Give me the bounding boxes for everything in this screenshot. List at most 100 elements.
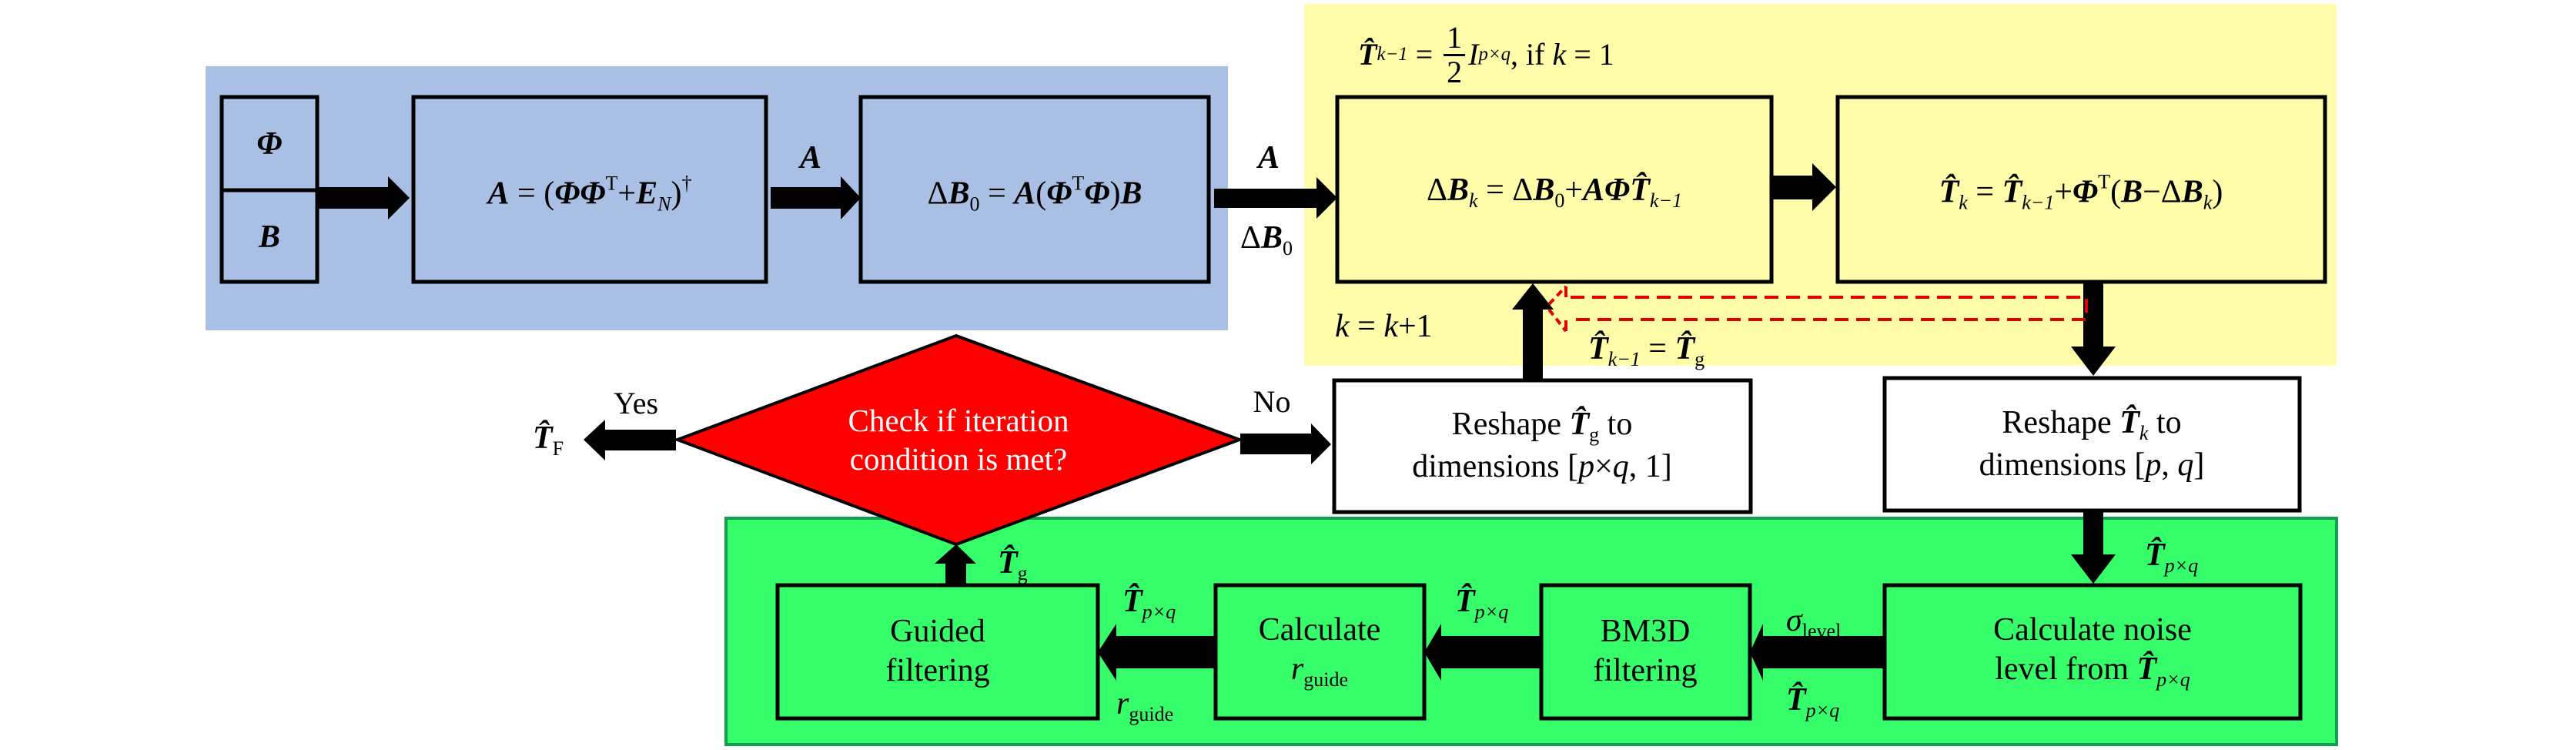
formula-db0-eq: = — [979, 176, 1015, 212]
arrow-noise-to-bm3d — [1750, 624, 1885, 681]
bm3d-in-sub: p×q — [1805, 699, 1840, 722]
arrow-dbk-to-tk — [1771, 163, 1836, 211]
guided-in-r-sub: guide — [1129, 703, 1174, 726]
arrow-calc-r-to-guided — [1098, 624, 1216, 681]
formula-db0-open: ( — [1035, 176, 1047, 212]
formula-dbk-aphi: AΦ — [1583, 172, 1631, 208]
assign-t: T̂ — [1588, 331, 1608, 367]
formula-tk-t-sub: k — [1959, 191, 1968, 214]
feedback-dashed-arrowheads — [1547, 285, 1567, 333]
guided-filtering-box — [775, 583, 1100, 721]
formula-dbk-eq: = Δ — [1477, 172, 1534, 208]
decision-question-line2: condition is met? — [849, 441, 1068, 477]
reshape-tk-t: T̂ — [2119, 404, 2139, 440]
reshape-tk-sep: , — [2161, 447, 2178, 483]
counter-k: k — [1335, 309, 1350, 344]
reshape-tk-box — [1882, 376, 2302, 513]
reshape-tg-times: × — [1594, 448, 1613, 484]
reshape-tk-dims-post: ] — [2193, 447, 2205, 483]
final-output-sub: F — [552, 437, 564, 460]
formula-tk-minus: −Δ — [2143, 174, 2182, 210]
formula-db0-phi2: Φ — [1084, 176, 1110, 212]
assign-label: T̂k−1 = T̂g — [1588, 333, 1705, 370]
reshape-tg-q: q — [1612, 448, 1629, 484]
init-cond-t: T̂ — [1358, 37, 1377, 72]
guided-filtering-text: Guided filtering — [885, 612, 989, 691]
formula-dbk-b: B — [1447, 172, 1470, 208]
guided-in-t: T̂̂ — [1122, 584, 1142, 619]
reshape-tk-pre: Reshape — [2002, 404, 2120, 440]
formula-tk-b: B — [2121, 174, 2143, 210]
calc-noise-sub: p×q — [2156, 668, 2190, 691]
counter-update: k = k+1 — [1335, 310, 1433, 343]
counter-eq: = — [1349, 309, 1384, 344]
bm3d-line1: BM3D — [1600, 613, 1691, 649]
feedback-dashed-loop — [1571, 296, 2088, 321]
bm3d-output-label: T̂̂p×q — [1455, 585, 1508, 622]
reshape-tk-sub: k — [2139, 422, 2149, 445]
formula-dbk-plus: + — [1564, 172, 1584, 208]
formula-db0-b2: B — [1120, 176, 1142, 212]
decision-question: Check if iteration condition is met? — [848, 401, 1069, 478]
init-cond-if: , if — [1510, 37, 1553, 72]
formula-a-dagger: † — [681, 172, 692, 195]
calc-noise-t: T̂ — [2136, 651, 2157, 688]
reshape-tg-line1: Reshape T̂g to — [1412, 405, 1672, 447]
bm3d-line2: filtering — [1593, 653, 1698, 688]
guided-in-sub: p×q — [1142, 601, 1176, 624]
reshape-tg-sub: g — [1589, 424, 1600, 447]
reshape-tg-p: p — [1578, 448, 1595, 484]
formula-db0-b: B — [948, 176, 970, 212]
reshape-tg-dims-pre: dimensions [ — [1412, 448, 1579, 484]
calc-noise-line2: level from T̂p×q — [1993, 650, 2192, 692]
guided-in-r: r — [1116, 686, 1129, 722]
compute-db0-box — [858, 95, 1211, 284]
arrow-a-label: A — [799, 140, 822, 176]
up-label-t: T̂ — [998, 545, 1018, 581]
formula-dbk-b0-sub: 0 — [1554, 189, 1565, 213]
bm3d-out-sub: p×q — [1474, 601, 1509, 624]
formula-tk-transpose: T — [2098, 170, 2111, 193]
assign-eq: = — [1640, 331, 1675, 367]
reshape-tk-line1: Reshape T̂k to — [1979, 403, 2205, 446]
init-cond-i-sub: p×q — [1478, 43, 1510, 65]
arrow-guided-up-to-decision — [935, 544, 976, 585]
formula-tk-t2-sub: k−1 — [2022, 191, 2055, 214]
formula-db0-a: A — [1014, 176, 1036, 212]
up-label-sub: g — [1017, 562, 1028, 585]
arrow-decision-yes — [584, 420, 676, 460]
arrow-out-db0-label: ΔB0 — [1240, 222, 1293, 259]
arrow-tk-down-to-reshape — [2071, 282, 2116, 376]
arrow-bm3d-to-calc-r — [1424, 624, 1541, 681]
arrow-out-db0-delta: Δ — [1239, 219, 1261, 256]
formula-tk-t: T̂ — [1939, 174, 1959, 210]
formula-tk-close: ) — [2212, 174, 2223, 210]
assign-t2: T̂ — [1674, 331, 1695, 367]
formula-dbk-delta: Δ — [1427, 172, 1448, 208]
assign-t-sub: k−1 — [1607, 348, 1641, 371]
formula-db0-phi1: Φ — [1046, 176, 1072, 212]
calc-r-sub: guide — [1303, 668, 1349, 691]
formula-tk-eq: = — [1967, 174, 2002, 210]
arrow-reshape-tg-up-to-dbk — [1512, 283, 1554, 380]
formula-dbk-b0: B — [1533, 172, 1555, 208]
formula-a-lhs: A — [487, 176, 510, 212]
arrow-out-db0-b: B — [1260, 219, 1283, 256]
counter-plus: +1 — [1398, 309, 1433, 344]
formula-a: A = (ΦΦT+EN)† — [488, 173, 692, 214]
sigma-symbol: σ — [1786, 603, 1802, 638]
formula-dbk: ΔBk = ΔB0+AΦT̂k−1 — [1427, 174, 1682, 211]
arrow-out-a-label: A — [1257, 140, 1280, 176]
fraction-numerator: 1 — [1444, 21, 1466, 56]
decision-question-line1: Check if iteration — [848, 402, 1069, 438]
formula-tk-b2: B — [2181, 174, 2203, 210]
sigma-level-label: σlevel — [1786, 604, 1841, 641]
calc-noise-text: Calculate noise level from T̂p×q — [1993, 611, 2192, 692]
formula-db0-close: ) — [1109, 176, 1121, 212]
formula-a-plus: + — [617, 176, 637, 212]
arrow-db0-to-dbk — [1214, 177, 1337, 219]
reshape-tg-pre: Reshape — [1451, 406, 1570, 442]
formula-dbk-b-sub: k — [1469, 189, 1478, 213]
